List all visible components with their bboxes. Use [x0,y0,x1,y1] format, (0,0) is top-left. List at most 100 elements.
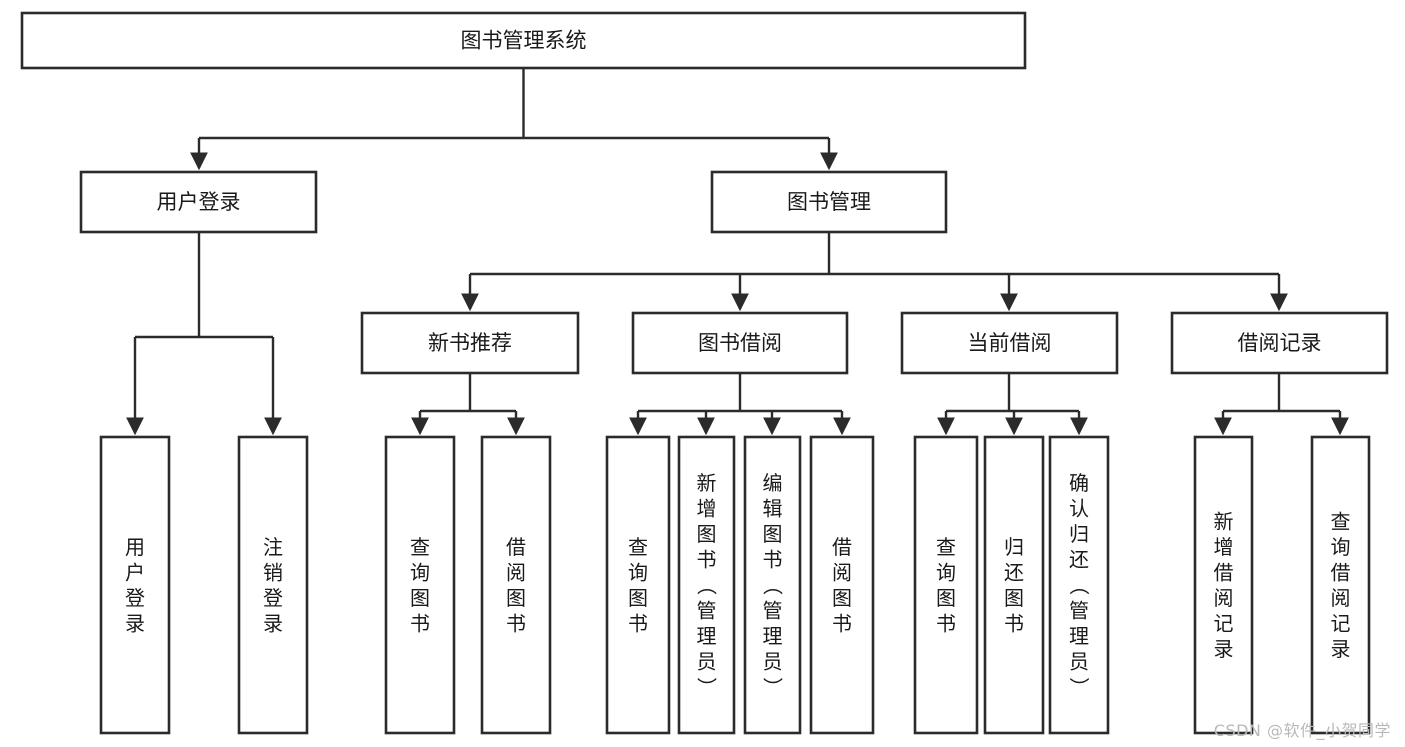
node-box-leaf-query-book-1[interactable] [384,435,456,735]
node-box-current-borrow[interactable] [900,311,1119,375]
node-leaf-borrow-book-1[interactable]: 借阅图书借阅图书 [480,435,552,735]
node-leaf-return-book[interactable]: 归还图书归还图书 [983,435,1045,735]
node-label-char: 图 [506,586,526,610]
node-box-leaf-query-record[interactable] [1310,435,1371,735]
node-leaf-query-book-2[interactable]: 查询图书查询图书 [605,435,671,735]
node-label-char: 图 [936,586,956,610]
node-label-char: ） [761,677,785,697]
node-label-char: 书 [410,611,430,635]
node-label-char: 归 [1004,535,1024,559]
node-label-char: （ [695,575,719,595]
node-label-char: 户 [125,560,145,584]
node-book-manage[interactable]: 图书管理 [710,170,948,234]
connector-user-login-bus [135,232,273,339]
connector-root-bus [199,68,829,140]
node-box-book-manage[interactable] [710,170,948,234]
node-label-char: 图 [832,586,852,610]
node-box-leaf-query-book-3[interactable] [913,435,979,735]
node-label-char: 询 [628,560,648,584]
node-box-leaf-borrow-book-2[interactable] [809,435,875,735]
node-leaf-query-book-1[interactable]: 查询图书查询图书 [384,435,456,735]
connectors [126,68,1349,436]
node-label-char: 登 [263,586,283,610]
node-label-char: （ [1067,575,1091,595]
node-leaf-query-record[interactable]: 查询借阅记录查询借阅记录 [1310,435,1371,735]
node-leaf-user-logout[interactable]: 注销登录注销登录 [237,435,309,735]
node-box-leaf-borrow-book-1[interactable] [480,435,552,735]
node-box-leaf-confirm-ret[interactable] [1048,435,1110,735]
node-label-char: 还 [1069,548,1089,572]
node-label-char: 录 [1214,637,1234,661]
connector-current-borrow-bus [946,373,1079,413]
node-current-borrow[interactable]: 当前借阅 [900,311,1119,375]
node-label-char: 书 [1004,611,1024,635]
node-label-char: 书 [936,611,956,635]
node-label-char: 员 [763,650,783,674]
node-label-char: 记 [1331,611,1351,635]
node-label-char: 借 [1331,560,1351,584]
node-label-char: 还 [1004,560,1024,584]
node-label-char: 录 [1331,637,1351,661]
node-leaf-add-record[interactable]: 新增借阅记录新增借阅记录 [1193,435,1254,735]
node-label-char: 认 [1069,497,1089,521]
node-label-char: 管 [763,599,783,623]
node-borrow-record[interactable]: 借阅记录 [1170,311,1389,375]
node-book-borrow[interactable]: 图书借阅 [631,311,849,375]
node-box-user-login[interactable] [79,170,318,234]
connector-book-borrow-bus [638,373,842,413]
node-box-book-borrow[interactable] [631,311,849,375]
node-box-leaf-query-book-2[interactable] [605,435,671,735]
node-label-user-login: 用户登录 [157,190,241,214]
node-label-char: 阅 [832,560,852,584]
node-label-char: 借 [1214,560,1234,584]
node-leaf-query-book-3[interactable]: 查询图书查询图书 [913,435,979,735]
node-label-char: 编 [763,471,783,495]
connector-book-manage-bus [470,232,1279,276]
node-box-leaf-return-book[interactable] [983,435,1045,735]
node-label-char: 书 [506,611,526,635]
node-label-char: 阅 [1331,586,1351,610]
node-label-char: 管 [697,599,717,623]
node-label-char: 查 [410,535,430,559]
node-label-char: 询 [936,560,956,584]
node-label-char: 书 [832,611,852,635]
node-label-char: 借 [832,535,852,559]
node-label-char: 销 [263,560,283,584]
node-label-root: 图书管理系统 [461,29,587,53]
node-box-leaf-user-login[interactable] [99,435,171,735]
node-box-new-book-rec[interactable] [360,311,580,375]
node-box-leaf-add-book[interactable] [677,435,736,735]
node-box-leaf-add-record[interactable] [1193,435,1254,735]
node-label-borrow-record: 借阅记录 [1238,331,1322,355]
node-root[interactable]: 图书管理系统 [20,11,1027,70]
node-leaf-borrow-book-2[interactable]: 借阅图书借阅图书 [809,435,875,735]
node-box-borrow-record[interactable] [1170,311,1389,375]
node-label-char: 查 [1331,509,1351,533]
node-label-char: 录 [125,611,145,635]
node-label-char: 书 [697,548,717,572]
csdn-watermark: CSDN @软件_小贺同学 [1213,721,1391,740]
connector-new-book-rec-bus [420,373,516,413]
node-label-new-book-rec: 新书推荐 [428,331,512,355]
node-label-char: 注 [263,535,283,559]
node-label-char: 管 [1069,599,1089,623]
node-label-book-manage: 图书管理 [787,190,871,214]
node-label-char: 员 [697,650,717,674]
node-label-char: 理 [697,624,717,648]
node-box-leaf-edit-book[interactable] [743,435,802,735]
node-label-char: ） [695,677,719,697]
node-label-char: 图 [410,586,430,610]
node-leaf-user-login[interactable]: 用户登录用户登录 [99,435,171,735]
node-label-char: 辑 [763,497,783,521]
node-new-book-rec[interactable]: 新书推荐 [360,311,580,375]
node-user-login[interactable]: 用户登录 [79,170,318,234]
node-label-char: 查 [628,535,648,559]
node-label-char: 询 [410,560,430,584]
node-label-char: ） [1067,677,1091,697]
node-box-root[interactable] [20,11,1027,70]
node-box-leaf-user-logout[interactable] [237,435,309,735]
